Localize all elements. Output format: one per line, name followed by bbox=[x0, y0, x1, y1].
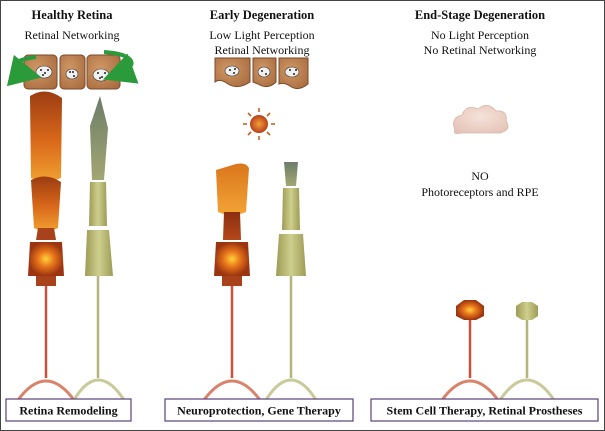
rpe-layer bbox=[23, 54, 121, 90]
panel-subtitle: Retinal Networking bbox=[215, 43, 310, 57]
panel-subtitle: No Light Perception bbox=[431, 28, 529, 42]
panel-subtitle: Low Light Perception bbox=[209, 28, 314, 42]
panel-early-degeneration: Early Degeneration Low Light Perception … bbox=[164, 8, 354, 422]
panel-title: Healthy Retina bbox=[32, 8, 114, 22]
light-sun-icon bbox=[243, 108, 275, 140]
cone-photoreceptor bbox=[72, 96, 126, 401]
rod-remnant bbox=[440, 300, 500, 401]
panel-subtitle: Retinal Networking bbox=[25, 28, 120, 42]
note-text: NO bbox=[471, 169, 489, 183]
therapy-label: Retina Remodeling bbox=[19, 404, 117, 418]
rod-photoreceptor bbox=[202, 163, 262, 401]
rod-photoreceptor bbox=[16, 91, 76, 401]
panel-healthy-retina: Healthy Retina Retinal Networking bbox=[5, 8, 139, 422]
therapy-label-box bbox=[5, 398, 132, 422]
therapy-label: Neuroprotection, Gene Therapy bbox=[177, 404, 341, 418]
therapy-label-box bbox=[370, 398, 599, 422]
panel-end-stage-degeneration: End-Stage Degeneration No Light Percepti… bbox=[370, 8, 599, 422]
no-light-cloud-icon bbox=[453, 105, 509, 134]
therapy-label-box bbox=[164, 398, 354, 422]
cone-remnant bbox=[498, 302, 556, 401]
panel-subtitle: No Retinal Networking bbox=[424, 43, 537, 57]
panel-title: End-Stage Degeneration bbox=[415, 8, 545, 22]
cone-photoreceptor bbox=[264, 162, 318, 401]
note-text: Photoreceptors and RPE bbox=[421, 185, 538, 199]
rpe-layer-damaged bbox=[214, 57, 309, 90]
panel-title: Early Degeneration bbox=[210, 8, 315, 22]
networking-arrows bbox=[6, 50, 139, 87]
therapy-label: Stem Cell Therapy, Retinal Prostheses bbox=[387, 404, 583, 418]
